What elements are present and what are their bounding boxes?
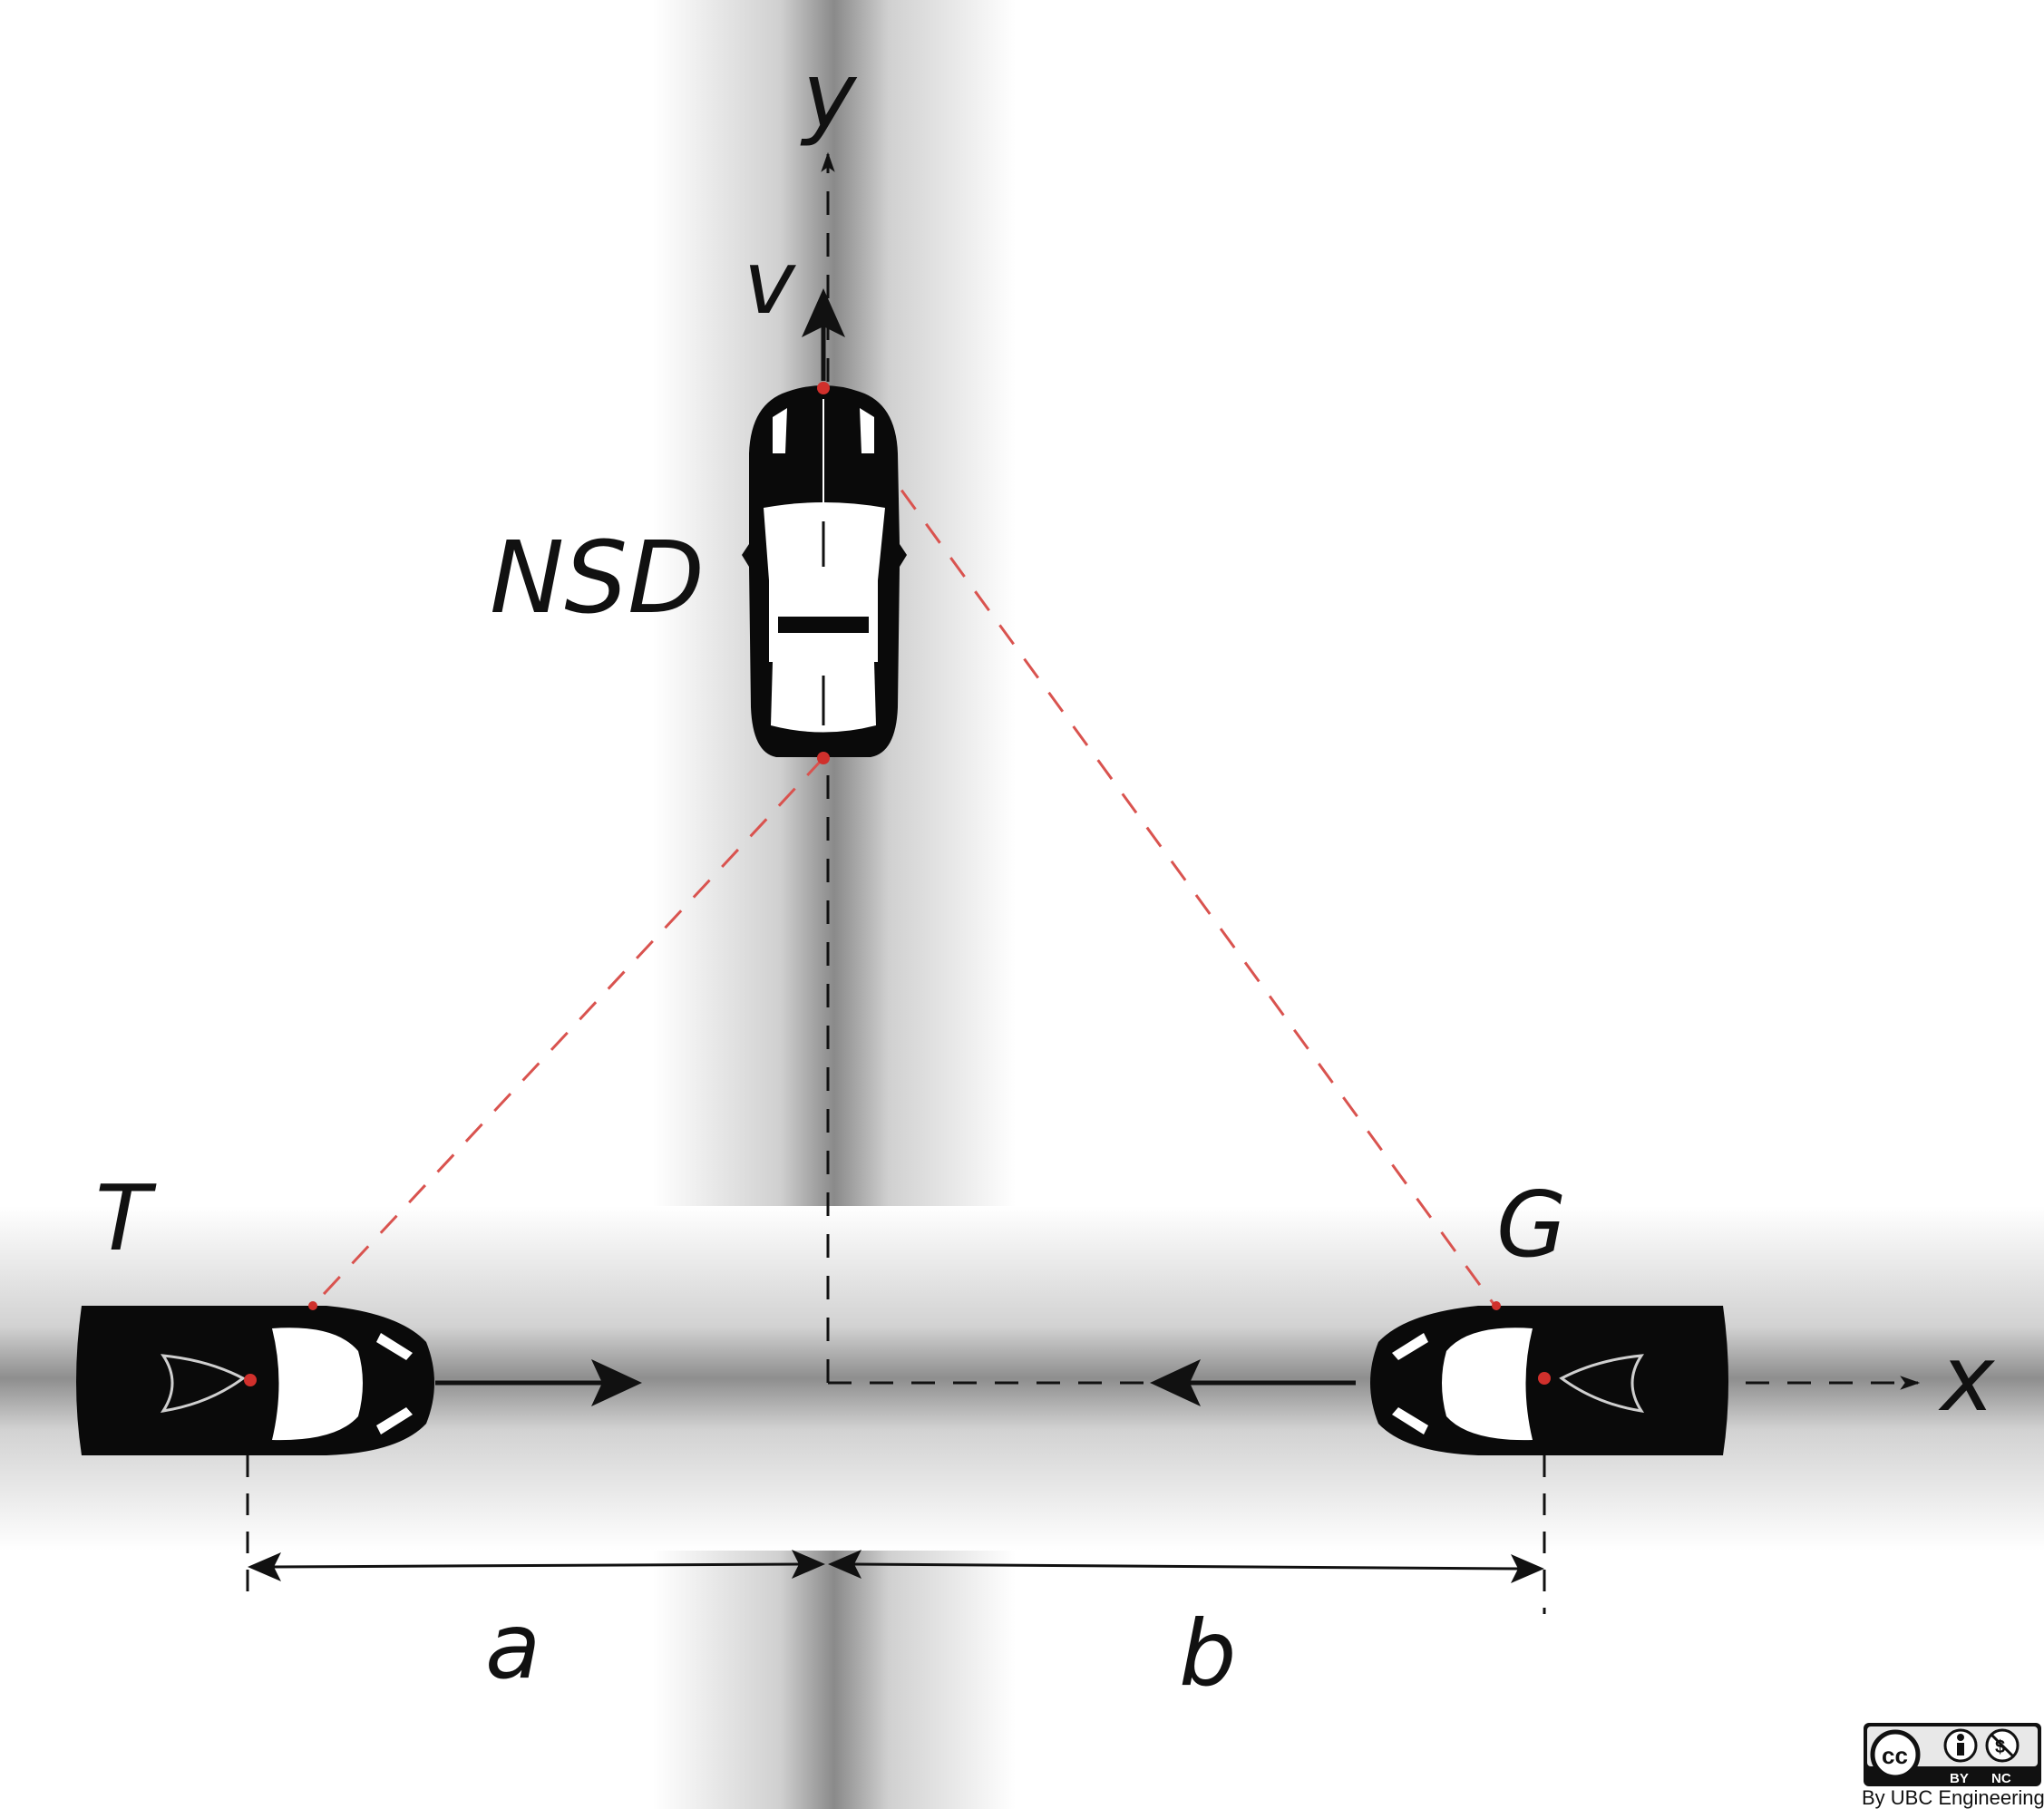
by-label: BY <box>1950 1771 1969 1786</box>
dimension-b <box>828 1550 1544 1583</box>
car-g-label: G <box>1496 1172 1567 1278</box>
x-axis-label: x <box>1938 1326 1996 1432</box>
distance-a-label: a <box>485 1593 540 1699</box>
cc-icon-label: cc <box>1882 1742 1908 1769</box>
nc-label: NC <box>1991 1771 2011 1786</box>
car-t <box>76 1301 434 1455</box>
velocity-arrow-top <box>802 288 845 381</box>
car-nsd-label: NSD <box>490 520 705 636</box>
credit-text: By UBC Engineering <box>1862 1786 2044 1809</box>
car-t-label: T <box>95 1165 157 1271</box>
y-axis-label: y <box>800 43 858 149</box>
sight-line-right <box>826 388 1498 1308</box>
distance-b-label: b <box>1179 1600 1236 1707</box>
velocity-arrow-right-car <box>1150 1359 1356 1406</box>
cc-icon <box>1870 1729 1921 1780</box>
velocity-label: v <box>744 232 796 334</box>
dimension-a <box>248 1550 825 1581</box>
car-nsd <box>742 382 907 764</box>
car-g <box>1370 1301 1728 1455</box>
license-badge: cc $ BY NC <box>1864 1723 2041 1786</box>
velocity-arrow-left-car <box>435 1359 642 1406</box>
svg-text:$: $ <box>1995 1737 2005 1757</box>
